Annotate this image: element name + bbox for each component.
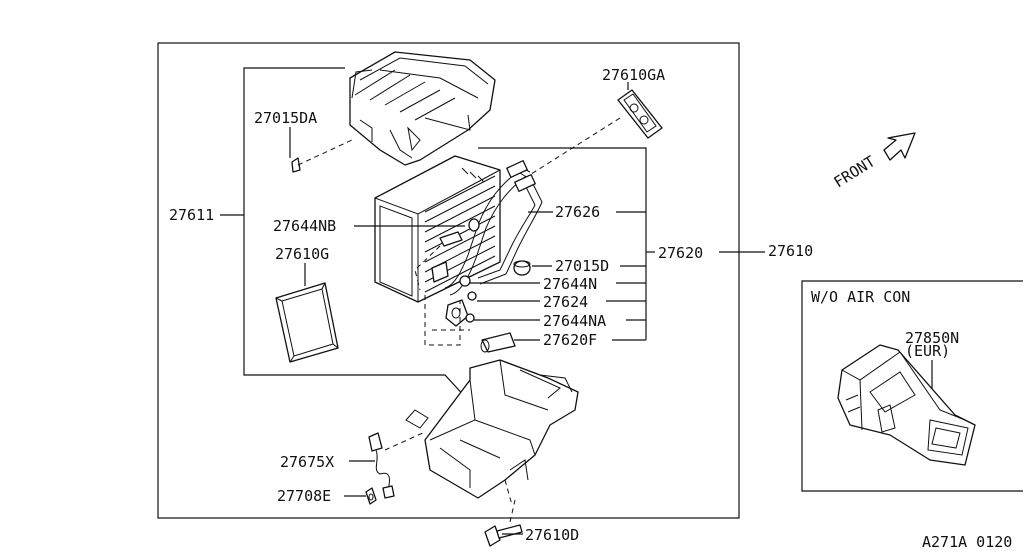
label-27620F: 27620F	[543, 331, 597, 349]
label-27610G: 27610G	[275, 245, 329, 263]
fitting-parts	[414, 218, 531, 353]
grommet-27708E-part	[365, 487, 377, 505]
label-eur: (EUR)	[905, 342, 950, 360]
figure-code: A271A 0120	[922, 533, 1012, 551]
evaporator-part	[374, 155, 501, 303]
label-27610GA: 27610GA	[602, 66, 665, 84]
inset-box: W/O AIR CON 27850N (EUR)	[801, 280, 1023, 492]
bracket-27611	[243, 67, 469, 401]
label-27015DA: 27015DA	[254, 109, 317, 127]
filter-27610G-part	[275, 282, 339, 363]
label-27015D: 27015D	[555, 257, 609, 275]
label-27620: 27620	[658, 244, 703, 262]
lower-case-part	[384, 359, 579, 506]
front-label: FRONT	[831, 152, 879, 191]
label-27644N: 27644N	[543, 275, 597, 293]
upper-case-part	[349, 51, 496, 166]
label-27675X: 27675X	[280, 453, 334, 471]
label-27610D: 27610D	[525, 526, 579, 544]
front-arrow-icon	[883, 132, 916, 161]
label-27644NA: 27644NA	[543, 312, 606, 330]
leader-lines	[289, 82, 765, 535]
label-27624: 27624	[543, 293, 588, 311]
bolt-27610D-part	[484, 499, 523, 547]
seal-27610GA-part	[527, 89, 663, 177]
label-27626: 27626	[555, 203, 600, 221]
label-27610: 27610	[768, 242, 813, 260]
label-27611: 27611	[169, 206, 214, 224]
duct-27850N-part	[837, 344, 976, 466]
sensor-27675X-part	[368, 432, 395, 499]
inset-title: W/O AIR CON	[811, 288, 910, 306]
label-27850N: 27850N	[905, 329, 959, 347]
pipe-27626-part	[444, 160, 543, 296]
clip-27015DA-part	[291, 139, 353, 173]
label-27644NB: 27644NB	[273, 217, 336, 235]
main-frame	[157, 42, 740, 519]
label-27708E: 27708E	[277, 487, 331, 505]
